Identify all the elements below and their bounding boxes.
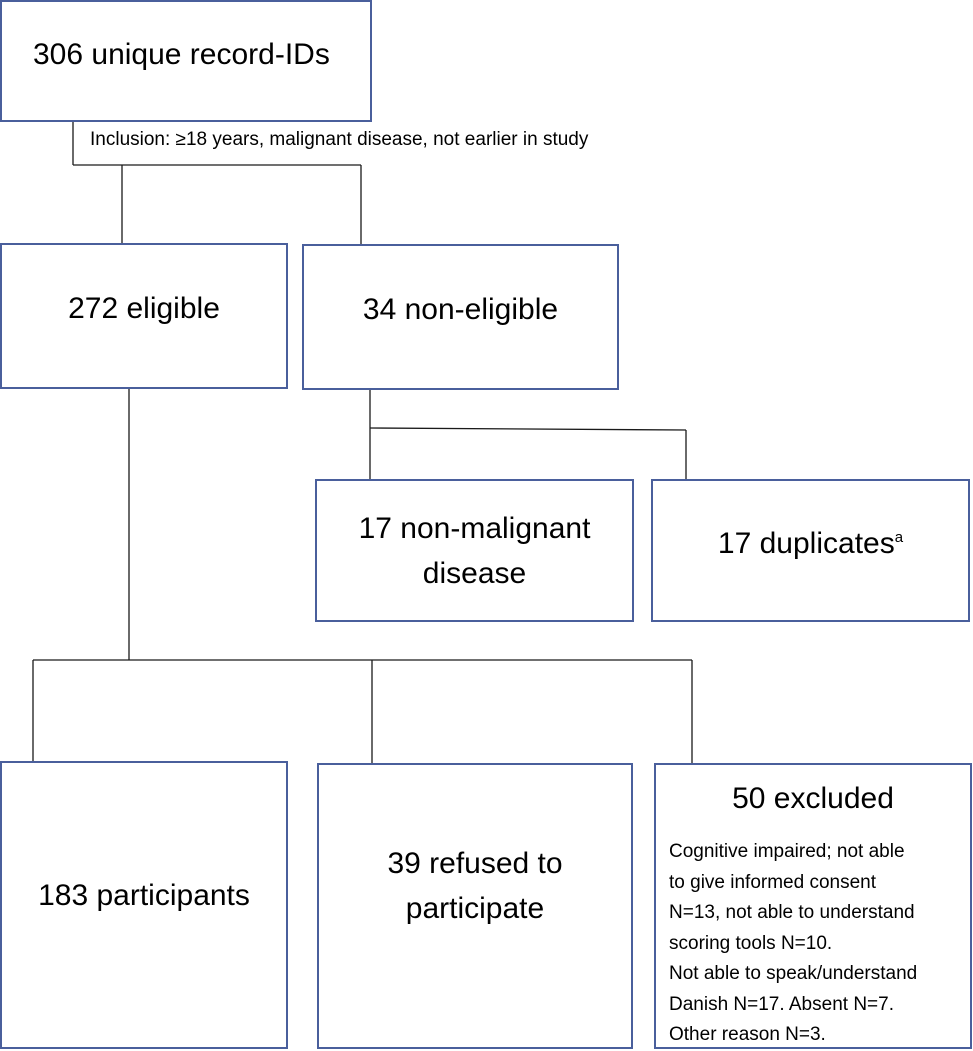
non-eligible-box: 34 non-eligible xyxy=(302,244,619,390)
refused-line2: participate xyxy=(405,892,545,925)
excluded-box: 50 excluded Cognitive impaired; not able… xyxy=(654,763,972,1049)
inclusion-note: Inclusion: ≥18 years, malignant disease,… xyxy=(90,129,589,150)
excluded-detail-line: Danish N=17. Absent N=7. xyxy=(669,993,894,1015)
excluded-detail-line: Not able to speak/understand xyxy=(669,963,918,984)
non-malignant-line1: 17 non-malignant xyxy=(358,511,591,545)
excluded-details: Cognitive impaired; not able to give inf… xyxy=(669,837,970,1051)
connector-non-eligible-horizontal xyxy=(369,427,687,431)
excluded-detail-line: Other reason N=3. xyxy=(669,1024,826,1045)
duplicates-label-wrap: 17 duplicatesa xyxy=(718,521,903,566)
participants-box: 183 participants xyxy=(0,761,288,1049)
excluded-detail-line: to give informed consent xyxy=(669,871,877,893)
records-label: 306 unique record-IDs xyxy=(33,38,330,71)
non-malignant-line2: disease xyxy=(422,556,527,590)
excluded-title: 50 excluded xyxy=(732,782,894,815)
refused-line1: 39 refused to xyxy=(387,847,563,880)
duplicates-label: 17 duplicates xyxy=(717,526,895,560)
excluded-detail-line: N=13, not able to understand xyxy=(669,902,915,923)
duplicates-footnote-mark: a xyxy=(894,528,904,546)
non-eligible-label: 34 non-eligible xyxy=(362,293,559,326)
duplicates-box: 17 duplicatesa xyxy=(651,479,970,622)
participants-label: 183 participants xyxy=(38,879,250,912)
excluded-detail-line: scoring tools N=10. xyxy=(669,932,833,954)
refused-box: 39 refused to participate xyxy=(317,763,633,1049)
non-malignant-box: 17 non-malignant disease xyxy=(315,479,634,622)
eligible-label: 272 eligible xyxy=(68,292,220,325)
excluded-detail-line: Cognitive impaired; not able xyxy=(669,841,905,862)
records-box: 306 unique record-IDs xyxy=(0,0,372,122)
eligible-box: 272 eligible xyxy=(0,243,288,389)
